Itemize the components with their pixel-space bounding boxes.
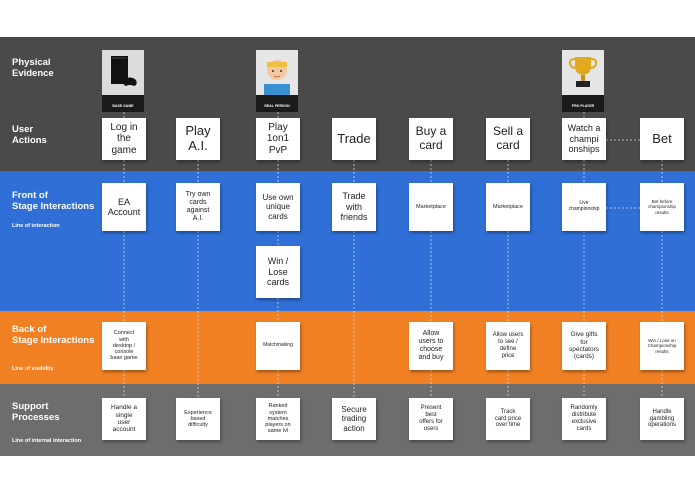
note-text: Try own cards against A.I. [185,190,211,223]
front-try-own-cards: Try own cards against A.I. [176,183,220,231]
lane-label-back: Back of Stage Interactions [12,324,95,346]
line-of-interaction-label: Line of interaction [12,223,60,229]
support-distribute-cards: Randomly distribute exclusive cards [562,398,606,440]
front-marketplace-sell: Marketplace [486,183,530,231]
note-text: Log in the game [110,121,138,156]
note-text: Allow users to choose and buy [418,329,444,362]
note-text: Randomly distribute exclusive cards [570,405,598,432]
note-text: Sell a card [492,124,524,152]
note-text: Play 1on1 PvP [266,121,290,156]
evidence-caption: PRO PLAYER [571,104,595,108]
support-secure-trading: Secure trading action [332,398,376,440]
note-text: Play A.I. [185,123,211,153]
back-win-lose-championship: Win / Lose on Championship results [640,322,684,370]
front-ea-account: EA Account [102,183,146,231]
user-action-buy-card: Buy a card [409,118,453,160]
person-avatar-icon [256,50,298,95]
front-live-championship: Live championship [562,183,606,231]
note-text: Secure trading action [341,405,367,433]
note-text: Ranked system matches players on same lv… [265,403,291,435]
note-text: Win / Lose on Championship results [647,338,677,354]
support-ranked-system: Ranked system matches players on same lv… [256,398,300,440]
note-text: Trade [337,130,371,146]
note-text: Experience based difficulty [184,409,212,429]
lane-label-support: Support Processes [12,401,60,423]
support-experience-difficulty: Experience based difficulty [176,398,220,440]
user-action-trade: Trade [332,118,376,160]
support-track-card-price: Track card price over time [486,398,530,440]
note-text: Give gifts for spectators (cards) [569,331,599,361]
support-gambling-operations: Handle gambling operations [640,398,684,440]
support-handle-user-account: Handle a single user account [102,398,146,440]
note-text: Matchmaking [263,342,293,349]
evidence-caption: REAL PERSON [264,104,290,108]
line-of-internal-interaction-label: Line of internal interaction [12,438,82,444]
evidence-pro-player: PRO PLAYER [562,50,604,112]
note-text: EA Account [107,196,141,217]
note-text: Use own unique cards [262,193,294,221]
note-text: Allow users to see / define price [492,332,524,359]
note-text: Trade with friends [340,191,368,223]
note-text: Live championship [568,200,600,212]
back-define-price: Allow users to see / define price [486,322,530,370]
note-text: Bet [652,130,672,146]
note-text: Marketplace [493,203,523,210]
front-use-own-cards: Use own unique cards [256,183,300,231]
game-console-icon [102,50,144,95]
user-action-log-in: Log in the game [102,118,146,160]
note-text: Bet before championship results [648,199,676,215]
front-trade-with-friends: Trade with friends [332,183,376,231]
evidence-caption: BASE GAME [112,104,134,108]
user-action-bet: Bet [640,118,684,160]
front-bet-before-results: Bet before championship results [640,183,684,231]
back-matchmaking: Matchmaking [256,322,300,370]
lane-label-front: Front of Stage Interactions [12,190,95,212]
lane-label-physical: Physical Evidence [12,57,54,79]
back-connect-base-game: Connect with desktop / console base game [102,322,146,370]
lane-label-user: User Actions [12,124,47,146]
user-action-sell-card: Sell a card [486,118,530,160]
user-action-play-ai: Play A.I. [176,118,220,160]
note-text: Track card price over time [494,408,522,429]
user-action-play-pvp: Play 1on1 PvP [256,118,300,160]
note-text: Present best offers for users [419,405,443,432]
back-gifts-for-spectators: Give gifts for spectators (cards) [562,322,606,370]
back-choose-and-buy: Allow users to choose and buy [409,322,453,370]
front-win-lose-cards: Win / Lose cards [256,246,300,298]
line-of-visibility-label: Line of visibility [12,366,54,372]
note-text: Handle a single user account [110,404,138,434]
note-text: Win / Lose cards [266,256,289,288]
note-text: Buy a card [415,124,447,152]
user-action-watch-championships: Watch a champi onships [562,118,606,160]
evidence-real-person: REAL PERSON [256,50,298,112]
trophy-icon [562,50,604,95]
front-marketplace-buy: Marketplace [409,183,453,231]
note-text: Watch a champi onships [567,123,601,155]
support-present-offers: Present best offers for users [409,398,453,440]
note-text: Connect with desktop / console base game [110,330,138,362]
note-text: Marketplace [416,203,446,210]
evidence-base-game: BASE GAME [102,50,144,112]
note-text: Handle gambling operations [647,408,677,429]
